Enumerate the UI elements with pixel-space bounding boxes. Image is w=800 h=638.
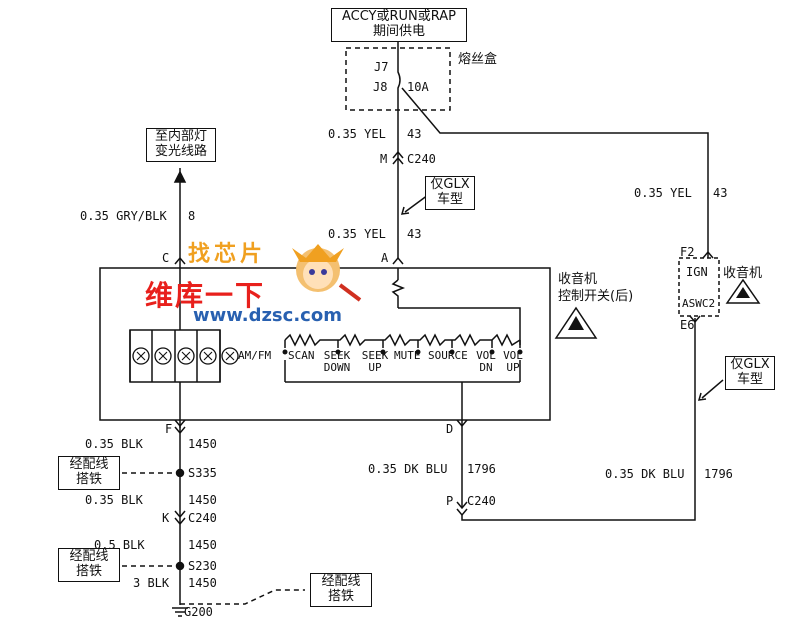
radio-ign: IGN: [686, 265, 708, 279]
wire-blk-4-circuit: 1450: [188, 576, 217, 590]
fuse-block-label: 熔丝盒: [458, 52, 498, 67]
ground-note-1: 经配线 搭铁: [58, 456, 120, 490]
glx-note-right-line1: 仅GLX: [730, 357, 770, 372]
wire-dkblu-right-circuit: 1796: [704, 467, 733, 481]
connector-c240-k: [174, 510, 186, 519]
supply-line2: 期间供电: [372, 24, 425, 39]
esd-symbol-left: [554, 306, 598, 339]
mascot-icon: [292, 244, 362, 302]
wire-yel-branch: [401, 87, 709, 258]
interior-lamp-box: 至内部灯 变光线路: [146, 128, 216, 162]
wire-dkblu-right: [461, 318, 696, 521]
interior-lamp-line2: 变光线路: [154, 144, 207, 159]
glx-note-right: 仅GLX 车型: [725, 356, 775, 390]
wire-dkblu-mid-spec: 0.35 DK BLU: [368, 462, 448, 476]
fuse-pin-j7: J7: [374, 60, 389, 74]
wire-yel-top-circuit: 43: [407, 127, 422, 141]
wire-blk-3-circuit: 1450: [188, 538, 217, 552]
ground-note-2: 经配线 搭铁: [58, 548, 120, 582]
ground-note-2-line1: 经配线: [69, 549, 109, 564]
pin-c: C: [162, 251, 170, 265]
ground-note-1-line1: 经配线: [69, 457, 109, 472]
wire-dkblu-mid-circuit: 1796: [467, 462, 496, 476]
switch-label-scan: SCAN: [288, 349, 315, 362]
switch-label-seek-down: SEEK DOWN: [323, 349, 351, 374]
wire-blk-1-spec: 0.35 BLK: [85, 437, 143, 451]
wire-gry-circuit: 8: [188, 209, 196, 223]
radio-control-title-1: 收音机: [558, 272, 598, 287]
splice-s230-label: S230: [188, 559, 217, 573]
interior-lamp-line1: 至内部灯: [154, 129, 207, 144]
radio-pin-f2: F2: [680, 245, 695, 259]
switch-label-mute: MUTE: [394, 349, 421, 362]
connector-c240-m: [392, 150, 404, 159]
wire-yel-right-spec: 0.35 YEL: [634, 186, 692, 200]
switch-label-vol-dn: VOL DN: [476, 349, 496, 374]
wire-yel-top-spec: 0.35 YEL: [328, 127, 386, 141]
pin-f: F: [165, 422, 173, 436]
wire-yel-mid-spec: 0.35 YEL: [328, 227, 386, 241]
switch-label-source: SOURCE: [428, 349, 468, 362]
fuse-box: [345, 47, 451, 111]
ground-note-2-line2: 搭铁: [75, 564, 102, 579]
wire-gry-spec: 0.35 GRY/BLK: [80, 209, 167, 223]
radio-aswc2: ASWC2: [682, 297, 716, 310]
radio-unit-label: 收音机: [723, 266, 763, 281]
connector-d: [456, 419, 468, 428]
switch-label-seek-up: SEEK UP: [361, 349, 389, 374]
supply-box: ACCY或RUN或RAP 期间供电: [331, 8, 467, 42]
conn-c240-left-pin: K: [162, 511, 170, 525]
pin-d: D: [446, 422, 454, 436]
ground-g200-label: G200: [184, 605, 213, 619]
connector-a: [392, 256, 404, 265]
esd-symbol-right: [725, 278, 761, 304]
wire-yel-mid-circuit: 43: [407, 227, 422, 241]
conn-c240-left-name: C240: [188, 511, 217, 525]
conn-c240-top-pin: M: [380, 152, 388, 166]
radio-control-title-2: 控制开关(后): [558, 289, 634, 304]
resistor-main: [391, 279, 406, 308]
switch-label-vol-up: VOL UP: [503, 349, 523, 374]
wire-blk-2-spec: 0.35 BLK: [85, 493, 143, 507]
splice-s335-label: S335: [188, 466, 217, 480]
glx-note-top-line2: 车型: [436, 192, 463, 207]
conn-c240-top-name: C240: [407, 152, 436, 166]
connector-c240-p: [456, 501, 468, 510]
glx-note-top-line1: 仅GLX: [430, 177, 470, 192]
wire-blk-1-circuit: 1450: [188, 437, 217, 451]
conn-c240-bottom-pin: P: [446, 494, 454, 508]
pin-a: A: [381, 251, 389, 265]
ground-note-3-line1: 经配线: [321, 574, 361, 589]
ground-note-1-line2: 搭铁: [75, 472, 102, 487]
wire-dkblu-right-spec: 0.35 DK BLU: [605, 467, 685, 481]
ground-note-3-line2: 搭铁: [327, 589, 354, 604]
radio-pin-e6: E6: [680, 318, 695, 332]
fuse-link: [397, 58, 401, 95]
wire-blk-4-spec: 3 BLK: [133, 576, 170, 590]
switch-label-am-fm: AM/FM: [238, 349, 272, 362]
supply-line1: ACCY或RUN或RAP: [341, 9, 457, 24]
wire-blk-2-circuit: 1450: [188, 493, 217, 507]
arrow-up: [173, 170, 187, 183]
watermark-url: www.dzsc.com: [193, 305, 342, 326]
glx-note-top: 仅GLX 车型: [425, 176, 475, 210]
ground-note-3: 经配线 搭铁: [310, 573, 372, 607]
glx-note-right-line2: 车型: [736, 372, 763, 387]
conn-c240-bottom-name: C240: [467, 494, 496, 508]
watermark-slogan: 维库一下: [145, 279, 266, 312]
fuse-pin-j8: J8: [373, 80, 388, 94]
wire-yel-right-circuit: 43: [713, 186, 728, 200]
watermark-brand: 找芯片: [188, 242, 267, 267]
fuse-rating: 10A: [407, 80, 429, 94]
